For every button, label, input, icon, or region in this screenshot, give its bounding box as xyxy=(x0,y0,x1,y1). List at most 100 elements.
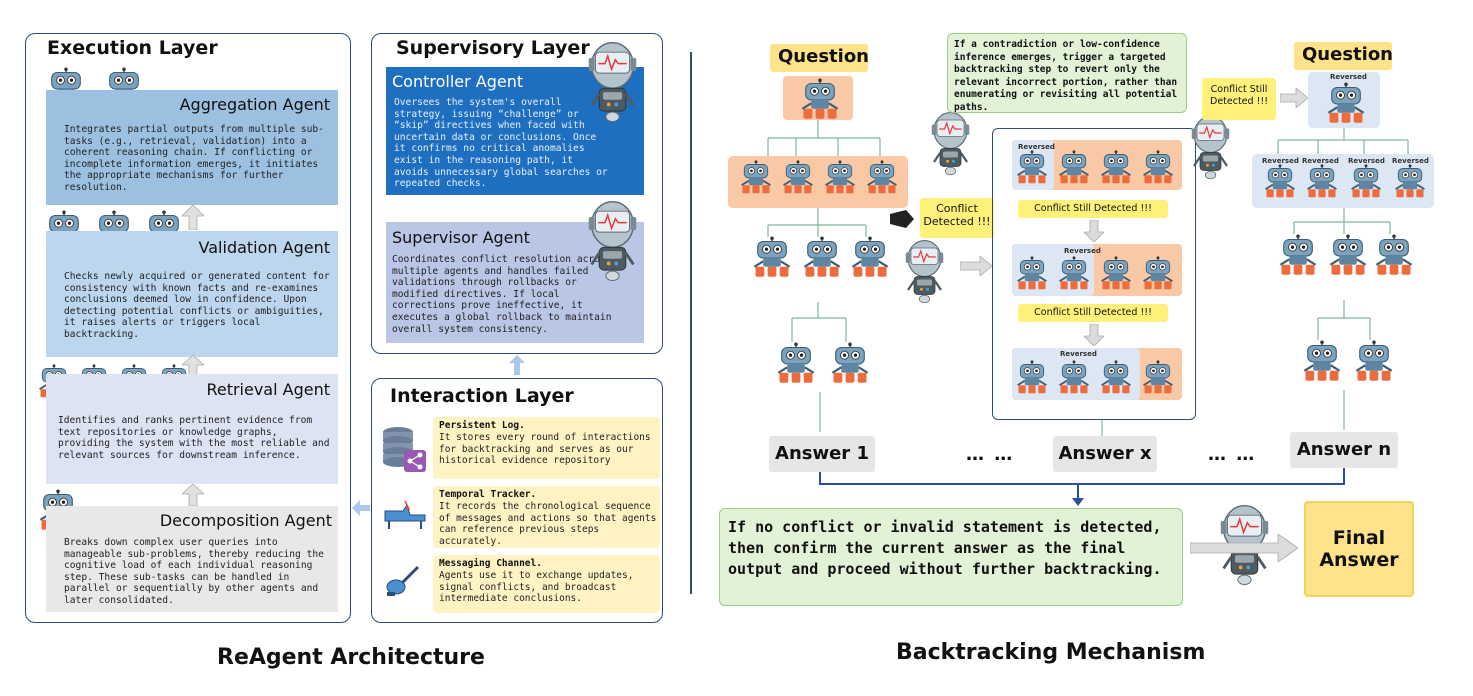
robot-icon xyxy=(1348,164,1384,204)
robot-icon xyxy=(1056,256,1092,296)
controller-agent-desc: Oversees the system's overall strategy, … xyxy=(394,97,614,190)
retrieval-agent-card: Retrieval Agent Identifies and ranks per… xyxy=(46,374,338,484)
down-arrow-icon xyxy=(1083,219,1105,243)
robot-icon xyxy=(1014,150,1050,190)
backtracking-note: If a contradiction or low-confidence inf… xyxy=(947,33,1187,113)
messaging-channel-desc: Agents use it to exchange updates, signa… xyxy=(439,570,640,604)
final-note: If no conflict or invalid statement is d… xyxy=(719,508,1183,606)
supervisor-agent-desc: Coordinates conflict resolution across m… xyxy=(392,254,612,335)
conflict-still-detected-label: Conflict Still Detected !!! xyxy=(1018,200,1168,218)
robot-icon xyxy=(1140,360,1176,400)
supervisor-robot-icon xyxy=(1188,112,1233,184)
aggregation-agent-title: Aggregation Agent xyxy=(179,95,330,114)
robot-icon xyxy=(798,78,842,126)
final-answer-label: Final Answer xyxy=(1319,527,1399,571)
alert-hand-icon xyxy=(888,208,916,230)
right-arrow-icon xyxy=(959,255,993,277)
validation-agent-card: Validation Agent Checks newly acquired o… xyxy=(46,231,338,357)
retrieval-agent-desc: Identifies and ranks pertinent evidence … xyxy=(58,415,336,461)
messaging-channel-icon xyxy=(384,565,424,597)
database-icon xyxy=(382,426,430,472)
conflict-still-detected-label: Conflict Still Detected !!! xyxy=(1018,304,1168,322)
supervisor-agent-title: Supervisor Agent xyxy=(392,228,530,247)
right-arrow-icon xyxy=(1189,533,1299,563)
retrieval-agent-title: Retrieval Agent xyxy=(206,380,330,399)
robot-icon xyxy=(1304,164,1340,204)
robot-icon xyxy=(1098,150,1134,190)
reversed-tag: Reversed xyxy=(1348,157,1385,165)
question-label-left: Question xyxy=(770,44,869,72)
architecture-caption: ReAgent Architecture xyxy=(217,645,485,670)
reversed-tag: Reversed xyxy=(1392,157,1429,165)
robot-icon xyxy=(848,236,892,284)
robot-icon xyxy=(1056,360,1092,400)
supervisor-robot-icon xyxy=(928,108,973,180)
answer-n-label: Answer n xyxy=(1290,432,1398,468)
temporal-tracker-icon xyxy=(383,497,427,531)
robot-icon xyxy=(1140,256,1176,296)
decomposition-agent-title: Decomposition Agent xyxy=(159,511,332,530)
up-arrow-icon xyxy=(509,355,525,375)
robot-icon xyxy=(1324,82,1368,130)
question-label-right: Question xyxy=(1294,42,1393,70)
decomposition-agent-desc: Breaks down complex user queries into ma… xyxy=(64,537,330,606)
decomposition-agent-card: Decomposition Agent Breaks down complex … xyxy=(46,506,338,612)
robot-icon xyxy=(1372,234,1416,282)
backtracking-note-text: If a contradiction or low-confidence inf… xyxy=(954,39,1178,113)
answer-x-label: Answer x xyxy=(1053,436,1157,472)
down-arrow-icon xyxy=(1083,323,1105,347)
supervisory-layer-panel: Supervisory Layer Controller Agent Overs… xyxy=(371,33,663,354)
ellipsis: … … xyxy=(1208,444,1257,465)
interaction-layer-title: Interaction Layer xyxy=(390,385,574,407)
final-answer-box: Final Answer xyxy=(1304,501,1414,597)
execution-layer-title: Execution Layer xyxy=(47,37,218,59)
robot-icon xyxy=(1392,164,1428,204)
supervisor-robot-icon xyxy=(1216,500,1273,590)
robot-icon xyxy=(864,160,900,200)
robot-icon xyxy=(1352,340,1396,388)
messaging-channel-item: Messaging Channel. Agents use it to exch… xyxy=(433,555,660,613)
reversed-tag: Reversed xyxy=(1262,157,1299,165)
robot-icon xyxy=(1098,256,1134,296)
ellipsis: … … xyxy=(966,444,1015,465)
persistent-log-item: Persistent Log. It stores every round of… xyxy=(433,417,660,479)
conflict-detected-label: Conflict Detected !!! xyxy=(920,198,994,238)
robot-icon xyxy=(774,342,818,390)
robot-icon xyxy=(1276,234,1320,282)
robot-icon xyxy=(800,236,844,284)
persistent-log-desc: It stores every round of interactions fo… xyxy=(439,432,657,466)
aggregation-agent-card: Aggregation Agent Integrates partial out… xyxy=(46,90,338,205)
validation-agent-desc: Checks newly acquired or generated conte… xyxy=(64,271,336,340)
divider xyxy=(690,52,692,594)
robot-icon xyxy=(750,236,794,284)
messaging-channel-title: Messaging Channel. xyxy=(439,558,542,569)
aggregation-agent-desc: Integrates partial outputs from multiple… xyxy=(64,124,324,193)
right-arrow-icon xyxy=(1279,87,1309,109)
supervisor-robot-icon xyxy=(584,37,641,127)
robot-icon xyxy=(1098,360,1134,400)
robot-icon xyxy=(1056,150,1092,190)
backtracking-caption: Backtracking Mechanism xyxy=(896,640,1206,665)
conflict-still-detected-label-right: Conflict Still Detected !!! xyxy=(1202,78,1276,120)
final-note-text: If no conflict or invalid statement is d… xyxy=(728,518,1162,578)
reversed-tag: Reversed xyxy=(1064,247,1101,255)
reversed-tag: Reversed xyxy=(1302,157,1339,165)
interaction-layer-panel: Interaction Layer Persistent Log. It sto… xyxy=(371,378,663,623)
reversed-tag: Reversed xyxy=(1330,73,1367,81)
reversed-tag: Reversed xyxy=(1060,350,1097,358)
robot-icon xyxy=(1300,340,1344,388)
controller-agent-card: Controller Agent Oversees the system's o… xyxy=(386,67,644,195)
robot-icon xyxy=(780,160,816,200)
up-arrow-icon xyxy=(181,204,205,231)
supervisor-agent-card: Supervisor Agent Coordinates conflict re… xyxy=(386,222,644,343)
supervisory-layer-title: Supervisory Layer xyxy=(396,37,590,59)
robot-icon xyxy=(822,160,858,200)
left-arrow-icon xyxy=(352,500,370,516)
validation-agent-title: Validation Agent xyxy=(198,238,330,257)
reversed-tag: Reversed xyxy=(1018,143,1055,151)
supervisor-robot-icon xyxy=(584,196,641,286)
robot-icon xyxy=(1262,164,1298,204)
robot-icon xyxy=(1014,256,1050,296)
controller-agent-title: Controller Agent xyxy=(392,72,524,91)
